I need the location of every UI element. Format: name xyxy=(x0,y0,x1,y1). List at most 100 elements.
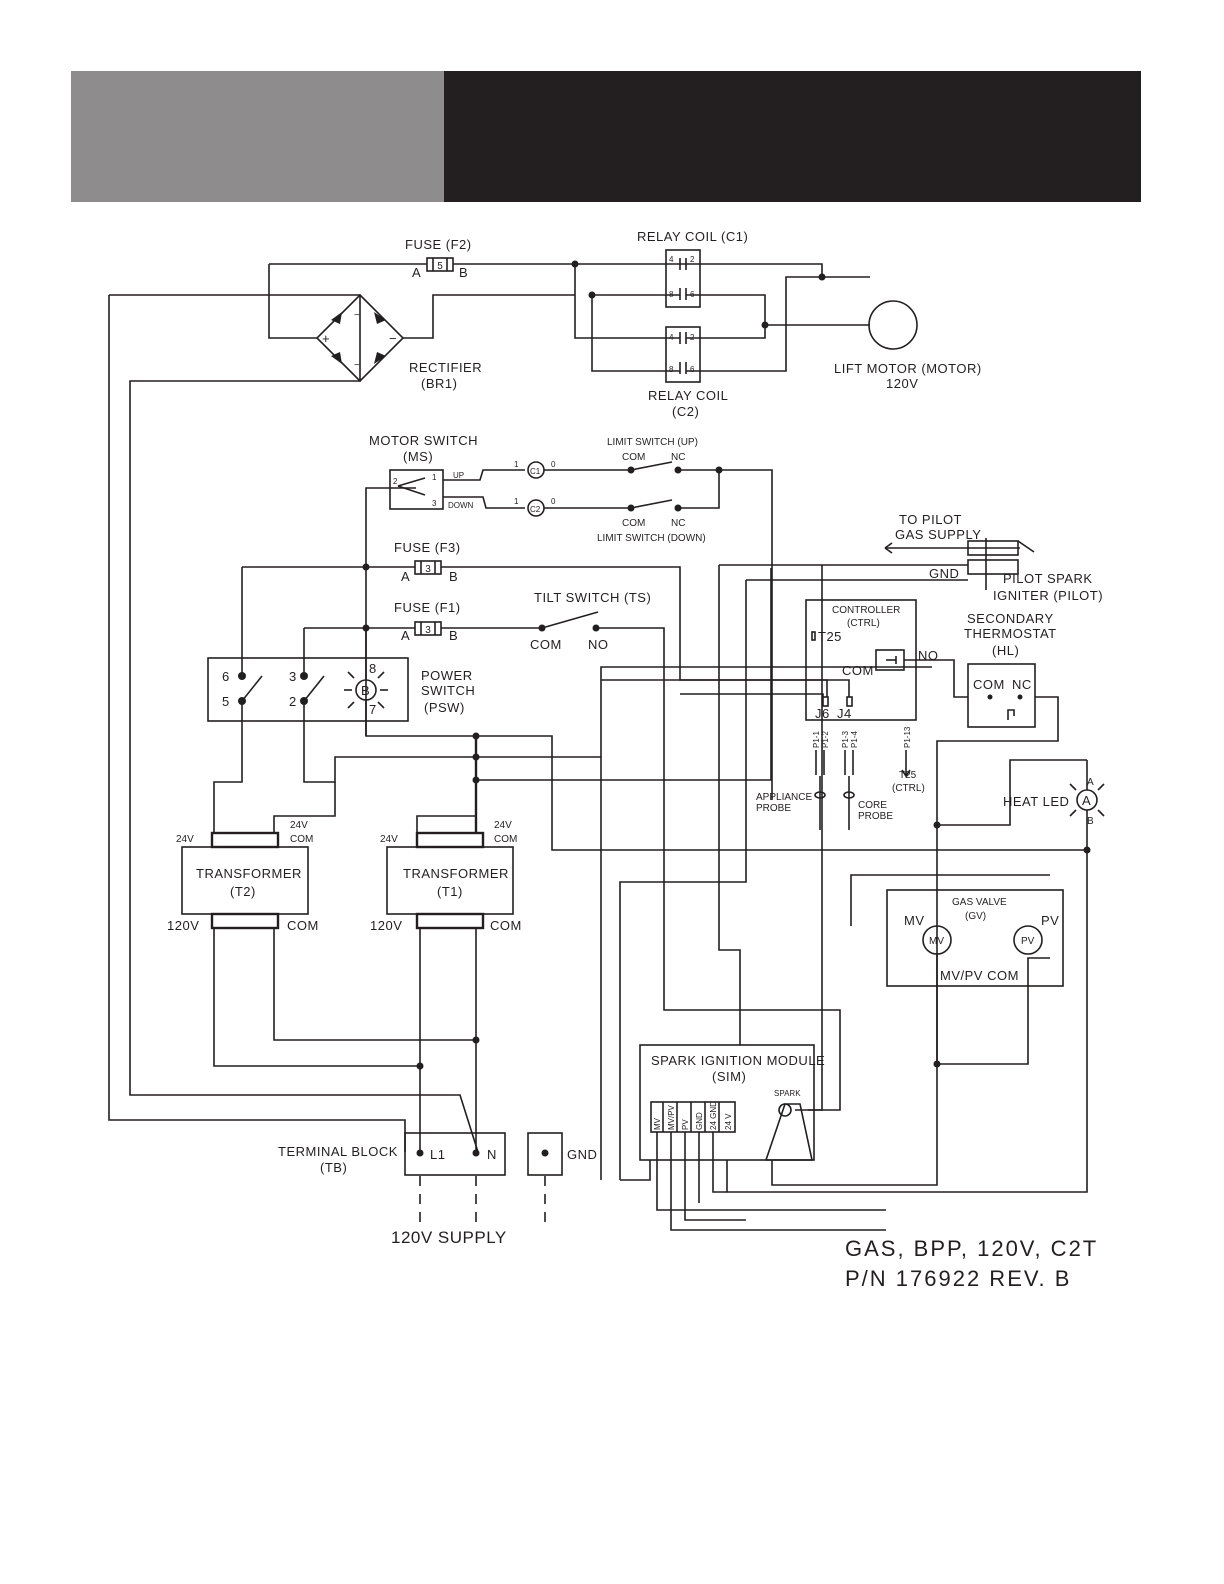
svg-text:1: 1 xyxy=(514,460,519,469)
svg-text:TRANSFORMER: TRANSFORMER xyxy=(196,866,302,881)
lift-motor-voltage: 120V xyxy=(886,376,918,391)
svg-text:24V: 24V xyxy=(380,834,398,845)
svg-text:24 GND: 24 GND xyxy=(709,1101,718,1130)
svg-text:TRANSFORMER: TRANSFORMER xyxy=(403,866,509,881)
svg-text:J4: J4 xyxy=(837,706,852,721)
appliance-probe-label: APPLIANCE xyxy=(756,792,812,803)
fuse-f3-label: FUSE (F3) xyxy=(394,540,461,555)
svg-text:THERMOSTAT: THERMOSTAT xyxy=(964,626,1057,641)
svg-text:A: A xyxy=(401,569,410,584)
svg-text:2: 2 xyxy=(393,477,398,486)
gas-valve-label: GAS VALVE xyxy=(952,897,1007,908)
svg-text:COM: COM xyxy=(287,918,319,933)
svg-text:NC: NC xyxy=(671,518,685,529)
fuse-f1: 3 FUSE (F1) A B xyxy=(394,600,461,643)
rectifier-br1: + − ~ ~ RECTIFIER (BR1) xyxy=(315,293,482,391)
svg-text:4: 4 xyxy=(669,255,674,264)
svg-text:PV: PV xyxy=(681,1119,690,1130)
svg-text:2: 2 xyxy=(289,694,297,709)
part-number: P/N 176922 REV. B xyxy=(845,1266,1071,1291)
heat-led-label: HEAT LED xyxy=(1003,794,1069,809)
svg-text:GND: GND xyxy=(567,1147,597,1162)
controller-label: CONTROLLER xyxy=(832,605,900,616)
terminal-block-label: TERMINAL BLOCK xyxy=(278,1144,398,1159)
svg-text:(T1): (T1) xyxy=(437,884,463,899)
svg-text:B: B xyxy=(361,683,370,698)
svg-text:120V: 120V xyxy=(167,918,199,933)
svg-text:7: 7 xyxy=(369,702,377,717)
svg-text:PV: PV xyxy=(1041,913,1059,928)
svg-text:5: 5 xyxy=(222,694,230,709)
svg-text:L1: L1 xyxy=(430,1147,445,1162)
transformer-t2: TRANSFORMER (T2) 24V 24V COM 120V COM xyxy=(167,820,319,933)
svg-text:0: 0 xyxy=(551,497,556,506)
svg-text:IGNITER (PILOT): IGNITER (PILOT) xyxy=(993,588,1103,603)
svg-text:P1-4: P1-4 xyxy=(850,731,859,748)
svg-text:T25: T25 xyxy=(899,770,917,781)
svg-text:COM: COM xyxy=(490,918,522,933)
fuse-f2-pin-b: B xyxy=(459,265,468,280)
header-bar-dark xyxy=(444,71,1141,202)
pilot-spark-label: PILOT SPARK xyxy=(1003,571,1093,586)
fuse-f1-label: FUSE (F1) xyxy=(394,600,461,615)
relay-c1-label: RELAY COIL (C1) xyxy=(637,229,748,244)
to-pilot-label: TO PILOT xyxy=(899,512,962,527)
fuse-f2-pin-a: A xyxy=(412,265,421,280)
spark-ignition-module: SPARK IGNITION MODULE (SIM) MV MV/PV PV … xyxy=(639,1044,825,1161)
motor-switch-down: DOWN xyxy=(448,501,474,510)
core-probe-label: CORE xyxy=(858,800,887,811)
svg-text:B: B xyxy=(1087,816,1094,827)
fuse-f2-value: 5 xyxy=(437,261,443,272)
svg-text:1: 1 xyxy=(432,473,437,482)
svg-text:120V: 120V xyxy=(370,918,402,933)
svg-text:C1: C1 xyxy=(530,467,541,476)
svg-text:MV/PV: MV/PV xyxy=(667,1104,676,1130)
rectifier-id: (BR1) xyxy=(421,376,457,391)
svg-text:3: 3 xyxy=(289,669,297,684)
motor-switch: 2 1 3 MOTOR SWITCH (MS) UP DOWN xyxy=(369,433,478,510)
header-bar-gray xyxy=(71,71,444,202)
svg-text:COM: COM xyxy=(494,834,517,845)
svg-text:MV/PV COM: MV/PV COM xyxy=(940,968,1019,983)
svg-text:MV: MV xyxy=(653,1117,662,1130)
fuse-f2-label: FUSE (F2) xyxy=(405,237,472,252)
svg-text:0: 0 xyxy=(551,460,556,469)
svg-text:GND: GND xyxy=(695,1112,704,1130)
motor-switch-id: (MS) xyxy=(403,449,433,464)
svg-text:24V: 24V xyxy=(176,834,194,845)
transformer-t1: TRANSFORMER (T1) 24V 24V COM 120V COM xyxy=(370,820,522,933)
power-switch: 65 32 B 87 POWER SWITCH (PSW) xyxy=(207,657,475,722)
svg-text:MV: MV xyxy=(904,913,925,928)
limit-down-label: LIMIT SWITCH (DOWN) xyxy=(597,533,706,544)
svg-text:COM: COM xyxy=(530,637,562,652)
svg-text:GAS SUPPLY: GAS SUPPLY xyxy=(895,527,981,542)
supply-label: 120V SUPPLY xyxy=(391,1228,507,1247)
svg-text:(CTRL): (CTRL) xyxy=(892,783,925,794)
svg-text:P1-13: P1-13 xyxy=(903,726,912,748)
svg-text:A: A xyxy=(1082,793,1091,808)
gas-valve: GAS VALVE (GV) MV PV MV PV MV/PV COM xyxy=(886,889,1064,987)
fuse-f2: 5 FUSE (F2) A B xyxy=(405,237,472,280)
secondary-thermostat: COM NC SECONDARY THERMOSTAT (HL) xyxy=(964,611,1057,728)
svg-text:(CTRL): (CTRL) xyxy=(847,618,880,629)
svg-text:3: 3 xyxy=(425,564,431,575)
limit-up-label: LIMIT SWITCH (UP) xyxy=(607,437,698,448)
rectifier-label: RECTIFIER xyxy=(409,360,482,375)
svg-text:A: A xyxy=(1087,777,1094,788)
svg-text:8: 8 xyxy=(669,365,674,374)
svg-text:3: 3 xyxy=(432,499,437,508)
svg-text:(SIM): (SIM) xyxy=(712,1069,746,1084)
svg-text:~: ~ xyxy=(354,360,360,371)
controller-ctrl: CONTROLLER (CTRL) T25 COM J6 J4 xyxy=(805,599,917,721)
svg-text:2: 2 xyxy=(690,255,695,264)
svg-text:NO: NO xyxy=(588,637,609,652)
svg-text:MV: MV xyxy=(929,936,944,947)
svg-text:NC: NC xyxy=(671,452,685,463)
svg-text:3: 3 xyxy=(425,625,431,636)
svg-text:24V: 24V xyxy=(494,820,512,831)
diagram-title: GAS, BPP, 120V, C2T xyxy=(845,1236,1098,1261)
power-switch-label: POWER xyxy=(421,668,473,683)
tilt-switch: TILT SWITCH (TS) COM NO xyxy=(530,590,651,652)
motor-switch-up: UP xyxy=(453,471,464,480)
